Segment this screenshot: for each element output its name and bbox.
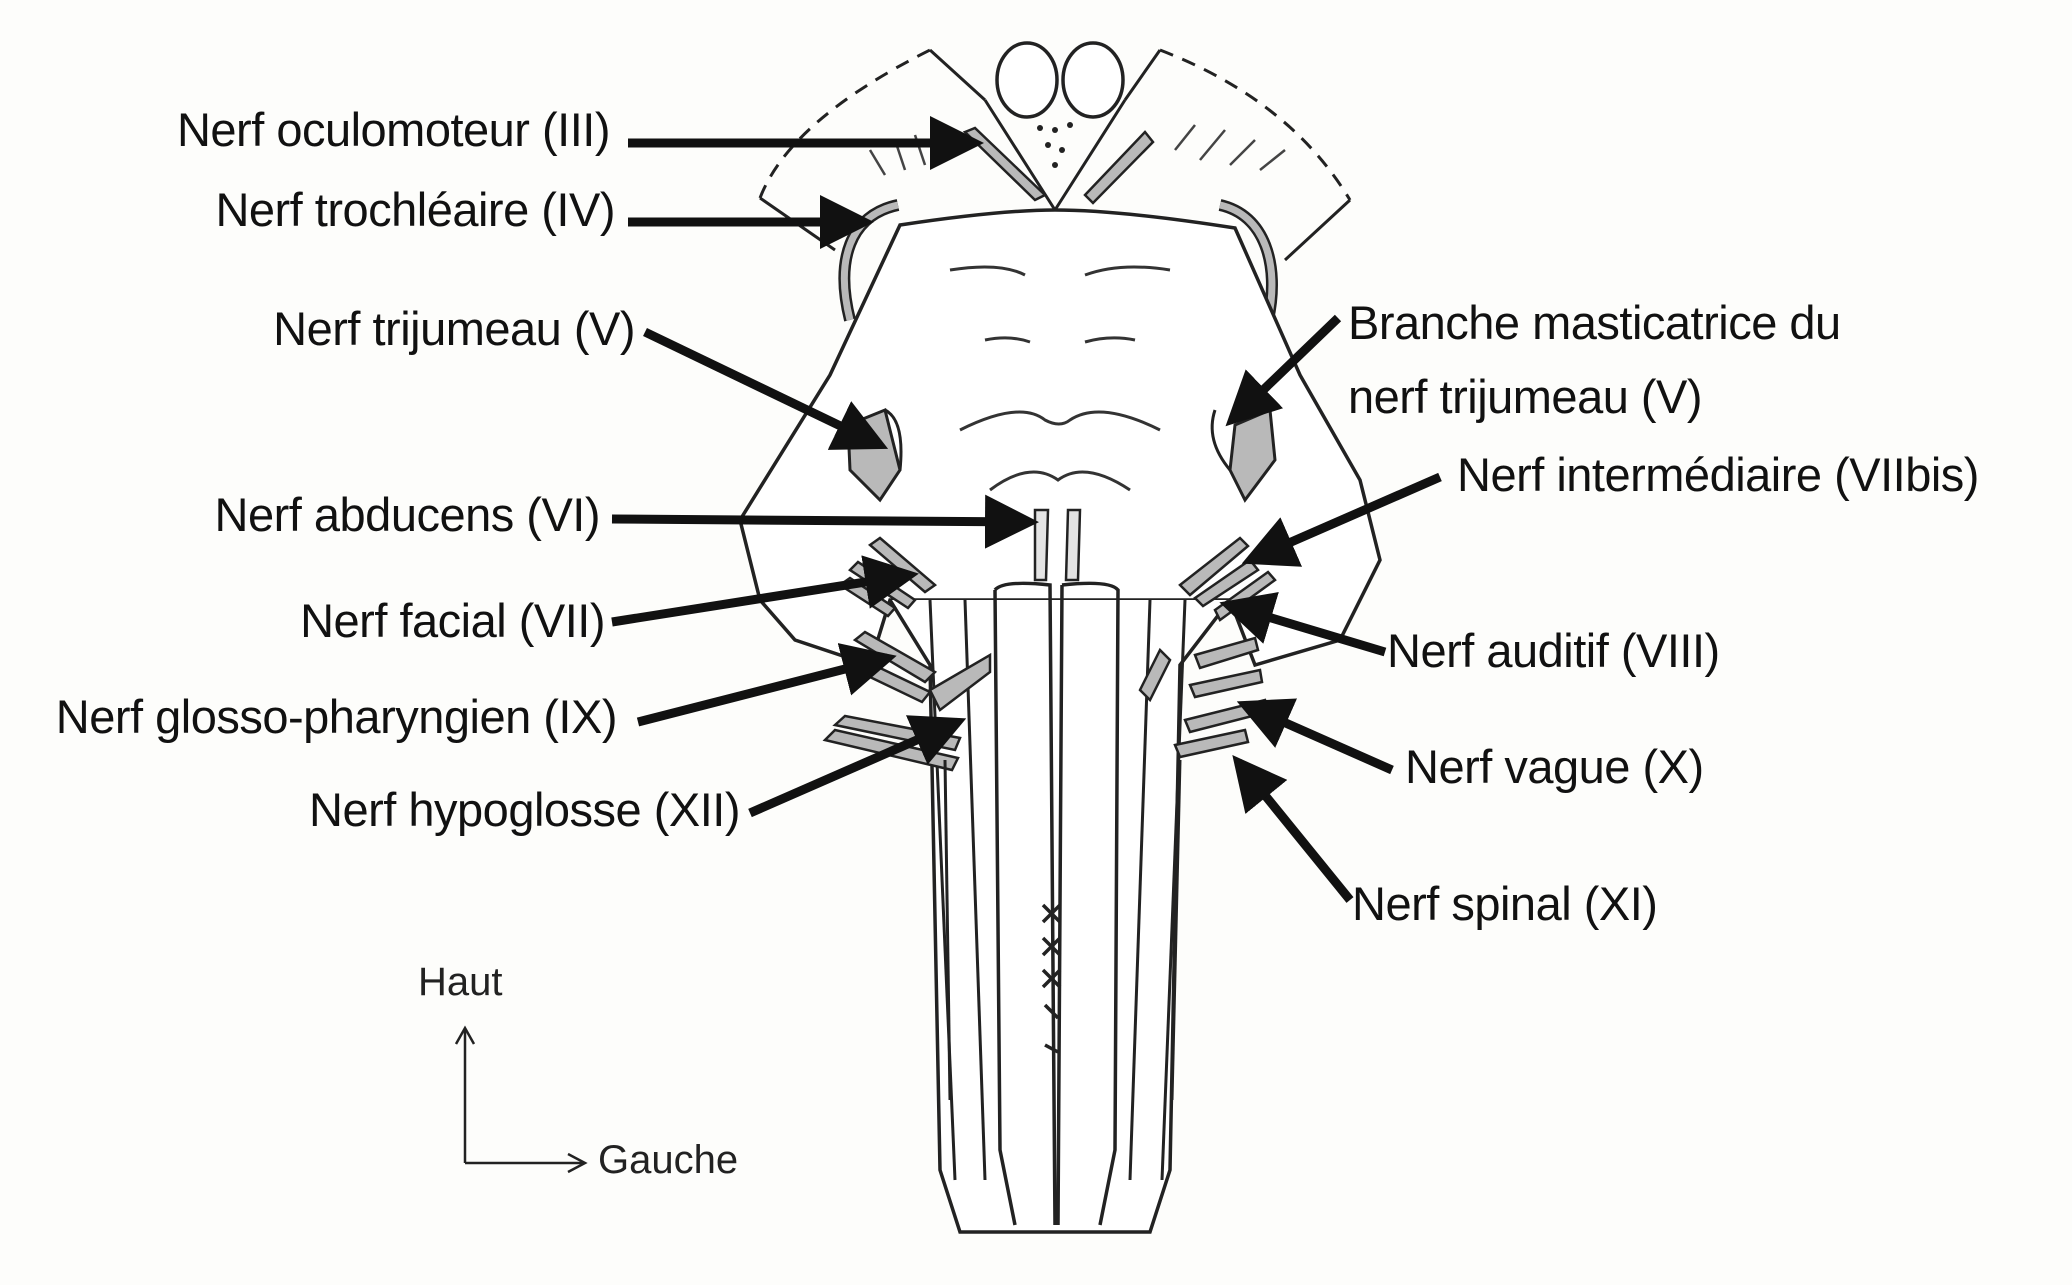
arrow-spinal [1232, 755, 1354, 903]
spinal-nerve-left [943, 759, 952, 1101]
label-trochleaire: Nerf trochléaire (IV) [215, 183, 615, 236]
orientation-up-label: Haut [418, 960, 503, 1004]
trochlear-nerve-right-fill [1219, 201, 1276, 321]
arrow-glosso [636, 643, 897, 727]
arrow-intermediaire [1241, 472, 1442, 567]
arrow-auditif [1219, 592, 1387, 657]
mammillary-body-left [995, 41, 1059, 119]
label-glosso: Nerf glosso-pharyngien (IX) [55, 690, 618, 743]
orientation-axes [454, 1025, 588, 1174]
label-spinal: Nerf spinal (XI) [1352, 877, 1658, 930]
label-oculomoteur: Nerf oculomoteur (III) [176, 103, 611, 156]
peduncle-top-outline [928, 48, 1162, 102]
arrow-vague [1236, 698, 1394, 775]
pons-striations [949, 265, 1171, 492]
peduncle-hatching [868, 124, 1286, 176]
arrow-abducens [611, 494, 1039, 549]
oculomotor-nerves [962, 126, 1155, 205]
spinal-nerve-right [1170, 759, 1182, 1101]
label-trijumeau: Nerf trijumeau (V) [273, 302, 635, 355]
decussation-marks [1041, 903, 1062, 1054]
pyramid-left [993, 581, 1057, 1226]
label-masticatrice-line2: nerf trijumeau (V) [1348, 370, 1703, 423]
pointer-arrows [611, 116, 1442, 903]
orientation-right-label: Gauche [598, 1138, 739, 1182]
interpeduncular-dots [1037, 122, 1073, 168]
label-abducens: Nerf abducens (VI) [214, 488, 601, 541]
label-masticatrice-line1: Branche masticatrice du [1348, 296, 1841, 349]
arrow-hypoglosse [748, 715, 967, 818]
label-intermediaire: Nerf intermédiaire (VIIbis) [1457, 448, 1979, 501]
arrow-facial [611, 555, 919, 627]
pons-outline [738, 208, 1382, 668]
arrow-masticatrice [1225, 314, 1342, 427]
mammillary-body-right [1061, 41, 1125, 119]
dashed-outline [758, 48, 1352, 201]
label-auditif: Nerf auditif (VIII) [1387, 624, 1720, 677]
arrow-trijumeau [643, 327, 889, 450]
label-facial: Nerf facial (VII) [300, 594, 605, 647]
label-vague: Nerf vague (X) [1405, 740, 1704, 793]
label-hypoglosse: Nerf hypoglosse (XII) [309, 783, 740, 836]
